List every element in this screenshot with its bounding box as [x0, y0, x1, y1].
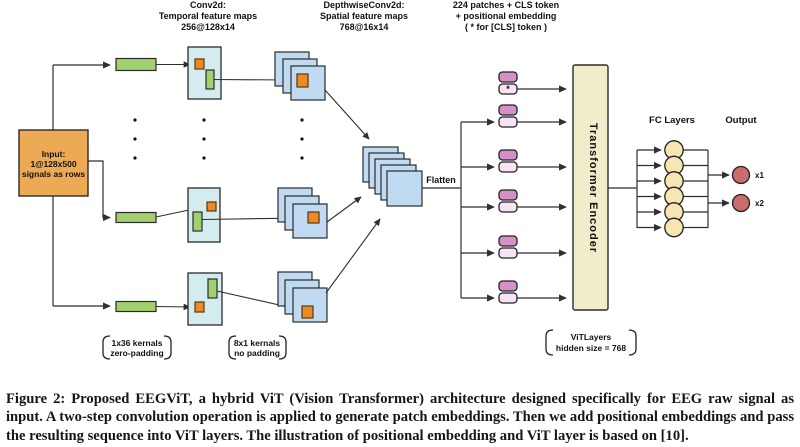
token-pair [498, 189, 567, 213]
arrow [326, 196, 362, 223]
arrow [324, 89, 370, 140]
conv-row-2 [115, 187, 362, 243]
transformer-encoder-label: Transformer Encoder [587, 123, 599, 253]
depthwise-conv2d-label: DepthwiseConv2d: Spatial feature maps 76… [320, 0, 408, 32]
conv2d-label-line: Temporal feature maps [159, 11, 257, 21]
vit-note-line: hidden size = 768 [556, 343, 626, 353]
vit-layers-note: ViTLayers hidden size = 768 [545, 329, 637, 356]
kernel-note-line: 1x36 kernals [111, 338, 162, 348]
conv2d-label: Conv2d: Temporal feature maps 256@128x14 [159, 0, 257, 32]
temporal-kernel-bar [115, 300, 157, 313]
kernel-note-line: 8x1 kernals [234, 338, 281, 348]
token-pair [498, 280, 567, 304]
flatten-label: Flatten [426, 175, 456, 185]
spatial-kernel-note: 8x1 kernals no padding [228, 335, 287, 360]
spatial-feature-map-stack [274, 51, 326, 101]
spatial-kernel-bar [192, 211, 203, 232]
patches-label: 224 patches + CLS token + positional emb… [453, 0, 559, 32]
patches-label-line: + positional embedding [456, 11, 557, 21]
output-label-x2: x2 [755, 199, 764, 208]
figure-caption: Figure 2: Proposed EEGViT, a hybrid ViT … [6, 391, 794, 444]
temporal-kernel-bar [115, 57, 157, 72]
temporal-feature-map [187, 46, 222, 100]
patch-square [194, 301, 205, 313]
ellipsis-dots [133, 118, 304, 160]
kernel-note-line: no padding [234, 348, 280, 358]
token-rail [460, 118, 495, 302]
output-nodes: x1 x2 [708, 165, 764, 213]
kernel-note-line: zero-padding [110, 348, 163, 358]
conv-row-1 [115, 46, 370, 140]
temporal-kernel-note: 1x36 kernals zero-padding [102, 335, 172, 360]
cls-star: * [506, 84, 510, 94]
flatten-stack [362, 146, 423, 207]
output-label-x1: x1 [755, 171, 764, 180]
input-box: Input: 1@128x500 signals as rows [18, 129, 89, 197]
conv-row-3 [115, 218, 381, 326]
patch-square [194, 58, 205, 70]
fc-layers-header: FC Layers [649, 115, 695, 126]
input-box-line: 1@128x500 [30, 159, 76, 169]
patch-square [307, 211, 320, 224]
patch-square [301, 305, 314, 319]
output-node-x2 [731, 193, 751, 213]
patches-label-line: ( * for [CLS] token ) [465, 22, 547, 32]
arrow [155, 303, 191, 311]
arrow [325, 218, 381, 294]
token-pair [498, 104, 567, 128]
conv2d-label-line: 256@128x14 [181, 22, 235, 32]
patches-label-line: 224 patches + CLS token [453, 0, 559, 10]
spatial-kernel-bar [205, 69, 215, 90]
input-box-line: signals as rows [22, 169, 86, 179]
transformer-encoder: Transformer Encoder [572, 64, 609, 311]
token-pair [498, 235, 567, 259]
input-box-line: Input: [42, 149, 66, 159]
token-pair-cls: * [498, 71, 567, 95]
spatial-kernel-bar [207, 278, 218, 299]
conv2d-label-line: Conv2d: [190, 0, 226, 10]
architecture-diagram: Conv2d: Temporal feature maps 256@128x14… [18, 0, 764, 360]
depthwise-label-line: Spatial feature maps [320, 11, 408, 21]
fc-node [664, 217, 684, 238]
fc-layers [608, 140, 709, 238]
token-pair [498, 149, 567, 173]
spatial-feature-map-stack [277, 187, 328, 239]
output-header: Output [725, 115, 757, 126]
vit-note-line: ViTLayers [571, 332, 612, 342]
spatial-feature-map-stack [277, 271, 328, 323]
depthwise-label-line: DepthwiseConv2d: [323, 0, 404, 10]
patch-square [296, 73, 309, 88]
temporal-kernel-bar [115, 211, 157, 224]
patch-square [206, 201, 217, 212]
output-node-x1 [731, 165, 751, 185]
depthwise-label-line: 768@16x14 [340, 22, 389, 32]
